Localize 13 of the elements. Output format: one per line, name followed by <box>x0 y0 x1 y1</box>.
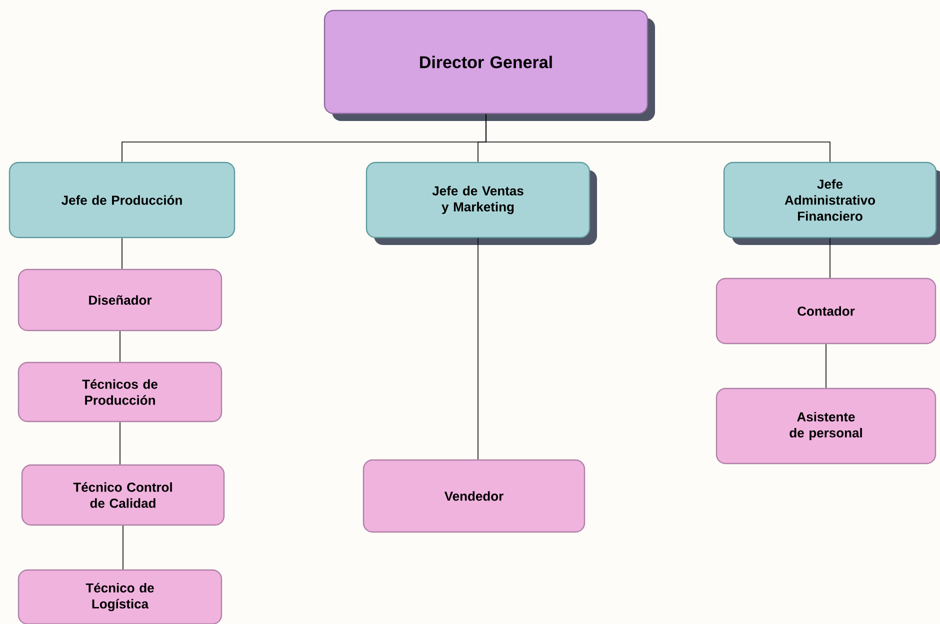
director-box: Director General <box>324 10 655 121</box>
role-box: Contador <box>716 278 936 344</box>
role-box: Técnico Control de Calidad <box>21 464 225 526</box>
connector-line <box>486 114 830 162</box>
role-box: Técnicos de Producción <box>18 362 222 422</box>
manager-box: Jefe Administrativo Financiero <box>723 162 940 245</box>
role-box: Asistente de personal <box>716 388 936 464</box>
role-box: Técnico de Logística <box>18 569 222 624</box>
role-box: Vendedor <box>362 459 586 533</box>
manager-box: Jefe de Ventas y Marketing <box>366 162 597 245</box>
manager-box: Jefe de Producción <box>8 162 236 238</box>
connector-line <box>122 525 124 570</box>
role-box: Diseñador <box>18 268 222 332</box>
